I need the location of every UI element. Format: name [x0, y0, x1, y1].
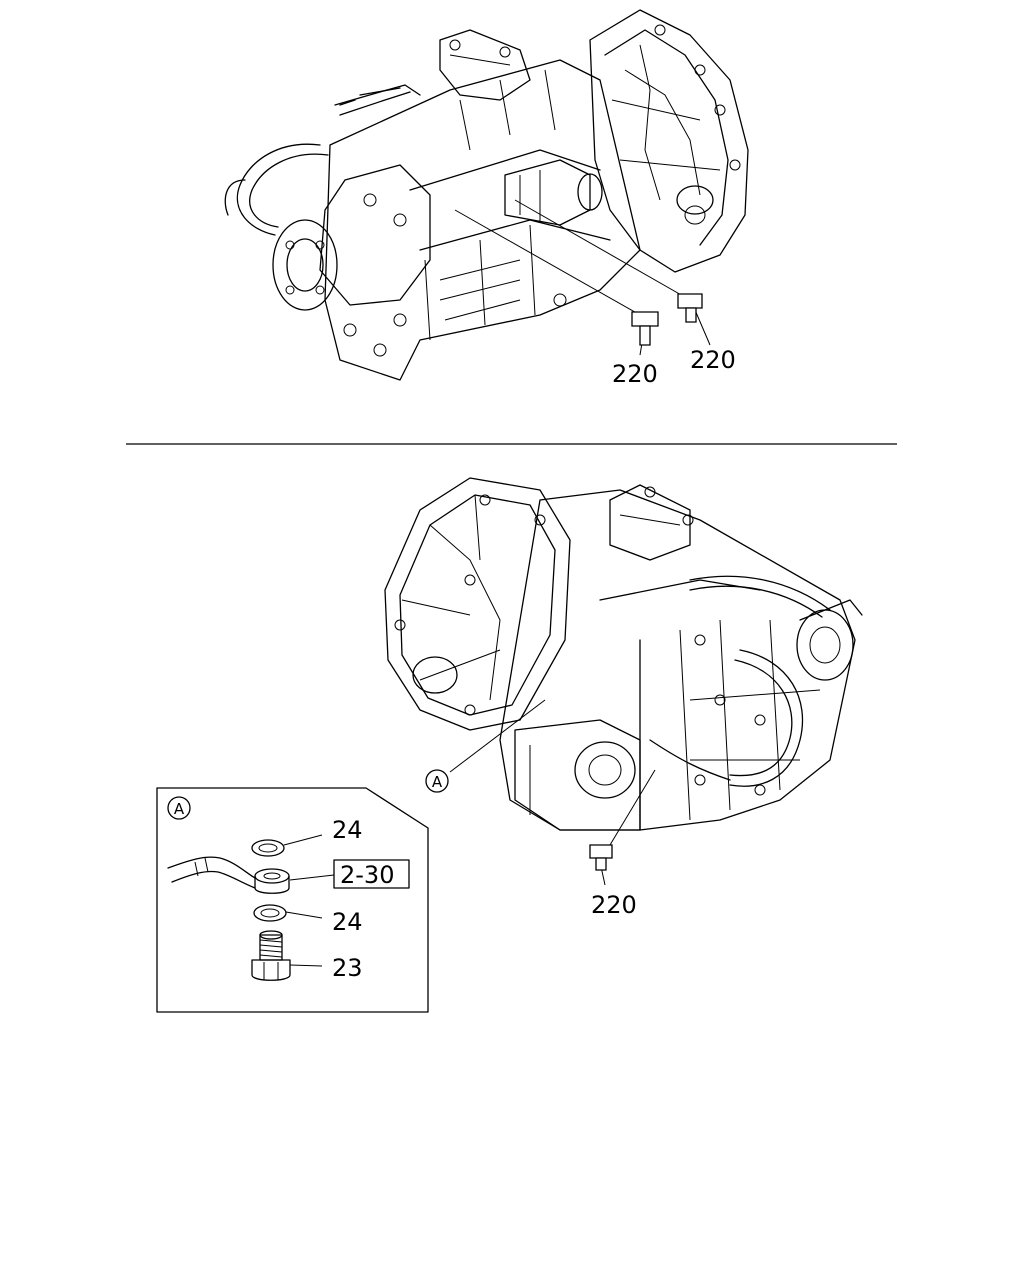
detail-a-inset	[156, 787, 429, 1013]
upper-bolt-right-icon	[677, 293, 703, 323]
upper-bolt-left-callout: 220	[612, 360, 658, 388]
lower-bolt-callout: 220	[591, 891, 637, 919]
detail-marker-circle-icon	[425, 769, 449, 793]
detail-a-marker-label: A	[174, 800, 185, 818]
lower-transmission-view	[384, 477, 863, 886]
upper-bolt-left-icon	[631, 311, 659, 346]
upper-bolt-right-callout: 220	[690, 346, 736, 374]
lower-bolt-icon	[589, 844, 613, 871]
union-bolt-icon	[251, 930, 291, 981]
union-bolt-callout: 23	[332, 954, 363, 982]
detail-a-marker-circle-icon	[167, 796, 191, 820]
washer-top-callout: 24	[332, 816, 363, 844]
detail-marker-label: A	[432, 773, 443, 791]
eye-joint-ref-callout: 2-30	[340, 861, 394, 889]
washer-bottom-icon	[253, 904, 287, 922]
upper-transmission-view	[224, 9, 749, 381]
eye-joint-ref-box	[333, 859, 410, 889]
eye-joint-icon	[167, 856, 290, 894]
washer-top-icon	[251, 839, 285, 857]
washer-bottom-callout: 24	[332, 908, 363, 936]
